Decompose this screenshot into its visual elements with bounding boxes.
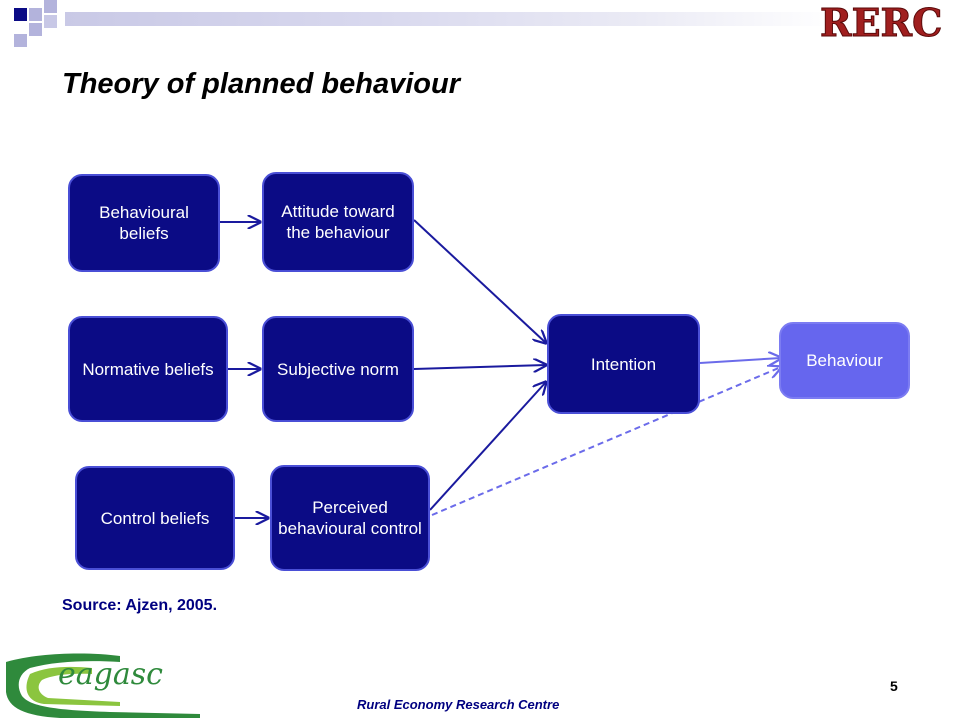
teagasc-logo-swoosh <box>6 653 200 718</box>
arrow-perceived-to-intention <box>429 382 546 511</box>
teagasc-logo: eagasc <box>6 653 200 718</box>
header-square-dark <box>14 8 27 21</box>
source-citation: Source: Ajzen, 2005. <box>62 597 218 614</box>
header-square-light <box>44 15 57 28</box>
header-gradient-bar <box>65 12 835 26</box>
teagasc-logo-swoosh-inner <box>26 666 120 706</box>
teagasc-logo-text: eagasc <box>58 657 163 692</box>
arrow-subjective-to-intention <box>413 365 546 369</box>
node-subjective-norm: Subjective norm <box>262 316 414 422</box>
header-square-light <box>44 0 57 13</box>
node-perceived-control: Perceived behavioural control <box>270 465 430 571</box>
node-attitude: Attitude toward the behaviour <box>262 172 414 272</box>
node-control-beliefs: Control beliefs <box>75 466 235 570</box>
rerc-logo-text: RERC <box>820 2 942 45</box>
header-square-light <box>14 34 27 47</box>
node-behaviour: Behaviour <box>779 322 910 399</box>
arrow-intention-to-behaviour <box>699 358 781 363</box>
footer-centre-name: Rural Economy Research Centre <box>357 697 560 712</box>
node-behavioural-beliefs: Behavioural beliefs <box>68 174 220 272</box>
rerc-logo: RERC <box>820 2 943 46</box>
header-square-light <box>29 8 42 21</box>
node-normative-beliefs: Normative beliefs <box>68 316 228 422</box>
header-band: RERC <box>0 0 960 50</box>
page-number: 5 <box>890 678 898 694</box>
arrow-attitude-to-intention <box>413 219 546 343</box>
header-square-light <box>29 23 42 36</box>
page-title: Theory of planned behaviour <box>62 68 460 100</box>
node-intention: Intention <box>547 314 700 414</box>
